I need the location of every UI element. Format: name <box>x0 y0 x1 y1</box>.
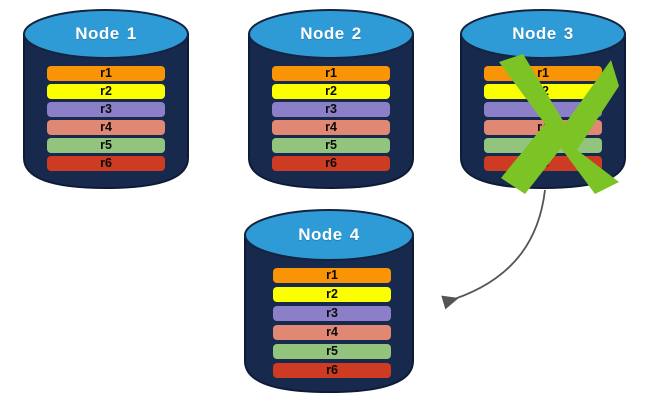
record-list-node1: r1 r2 r3 r4 r5 r6 <box>47 66 165 171</box>
record-bar-r6[interactable]: r6 <box>484 156 602 171</box>
record-label: r2 <box>100 84 112 99</box>
record-label: r5 <box>326 344 338 359</box>
record-label: r5 <box>537 138 549 153</box>
record-label: r6 <box>537 156 549 171</box>
record-label: r6 <box>325 156 337 171</box>
record-list-node3: r1 r2 r3 r4 r5 r6 <box>484 66 602 171</box>
record-label: r3 <box>325 102 337 117</box>
record-bar-r4[interactable]: r4 <box>272 120 390 135</box>
record-label: r1 <box>100 66 112 81</box>
record-bar-r1[interactable]: r1 <box>273 268 391 283</box>
record-list-node4: r1 r2 r3 r4 r5 r6 <box>273 268 391 378</box>
record-label: r2 <box>326 287 338 302</box>
record-bar-r6[interactable]: r6 <box>272 156 390 171</box>
record-bar-r3[interactable]: r3 <box>484 102 602 117</box>
record-bar-r5[interactable]: r5 <box>272 138 390 153</box>
record-bar-r3[interactable]: r3 <box>273 306 391 321</box>
record-label: r1 <box>325 66 337 81</box>
record-label: r3 <box>100 102 112 117</box>
record-bar-r4[interactable]: r4 <box>273 325 391 340</box>
record-bar-r2[interactable]: r2 <box>272 84 390 99</box>
record-bar-r2[interactable]: r2 <box>47 84 165 99</box>
record-label: r4 <box>100 120 112 135</box>
record-label: r5 <box>100 138 112 153</box>
record-bar-r2[interactable]: r2 <box>273 287 391 302</box>
record-bar-r1[interactable]: r1 <box>484 66 602 81</box>
record-bar-r5[interactable]: r5 <box>47 138 165 153</box>
record-bar-r1[interactable]: r1 <box>47 66 165 81</box>
record-label: r2 <box>537 84 549 99</box>
record-label: r5 <box>325 138 337 153</box>
record-bar-r6[interactable]: r6 <box>273 363 391 378</box>
record-bar-r2[interactable]: r2 <box>484 84 602 99</box>
record-label: r4 <box>537 120 549 135</box>
record-label: r4 <box>326 325 338 340</box>
record-label: r1 <box>326 268 338 283</box>
record-label: r6 <box>326 363 338 378</box>
record-label: r2 <box>325 84 337 99</box>
record-bar-r3[interactable]: r3 <box>272 102 390 117</box>
record-bar-r4[interactable]: r4 <box>47 120 165 135</box>
record-bar-r4[interactable]: r4 <box>484 120 602 135</box>
record-label: r1 <box>537 66 549 81</box>
record-list-node2: r1 r2 r3 r4 r5 r6 <box>272 66 390 171</box>
record-label: r3 <box>537 102 549 117</box>
record-bar-r3[interactable]: r3 <box>47 102 165 117</box>
arrow-path <box>441 189 546 310</box>
record-bar-r5[interactable]: r5 <box>273 344 391 359</box>
record-label: r6 <box>100 156 112 171</box>
record-bar-r5[interactable]: r5 <box>484 138 602 153</box>
record-label: r4 <box>325 120 337 135</box>
record-bar-r6[interactable]: r6 <box>47 156 165 171</box>
record-label: r3 <box>326 306 338 321</box>
record-bar-r1[interactable]: r1 <box>272 66 390 81</box>
